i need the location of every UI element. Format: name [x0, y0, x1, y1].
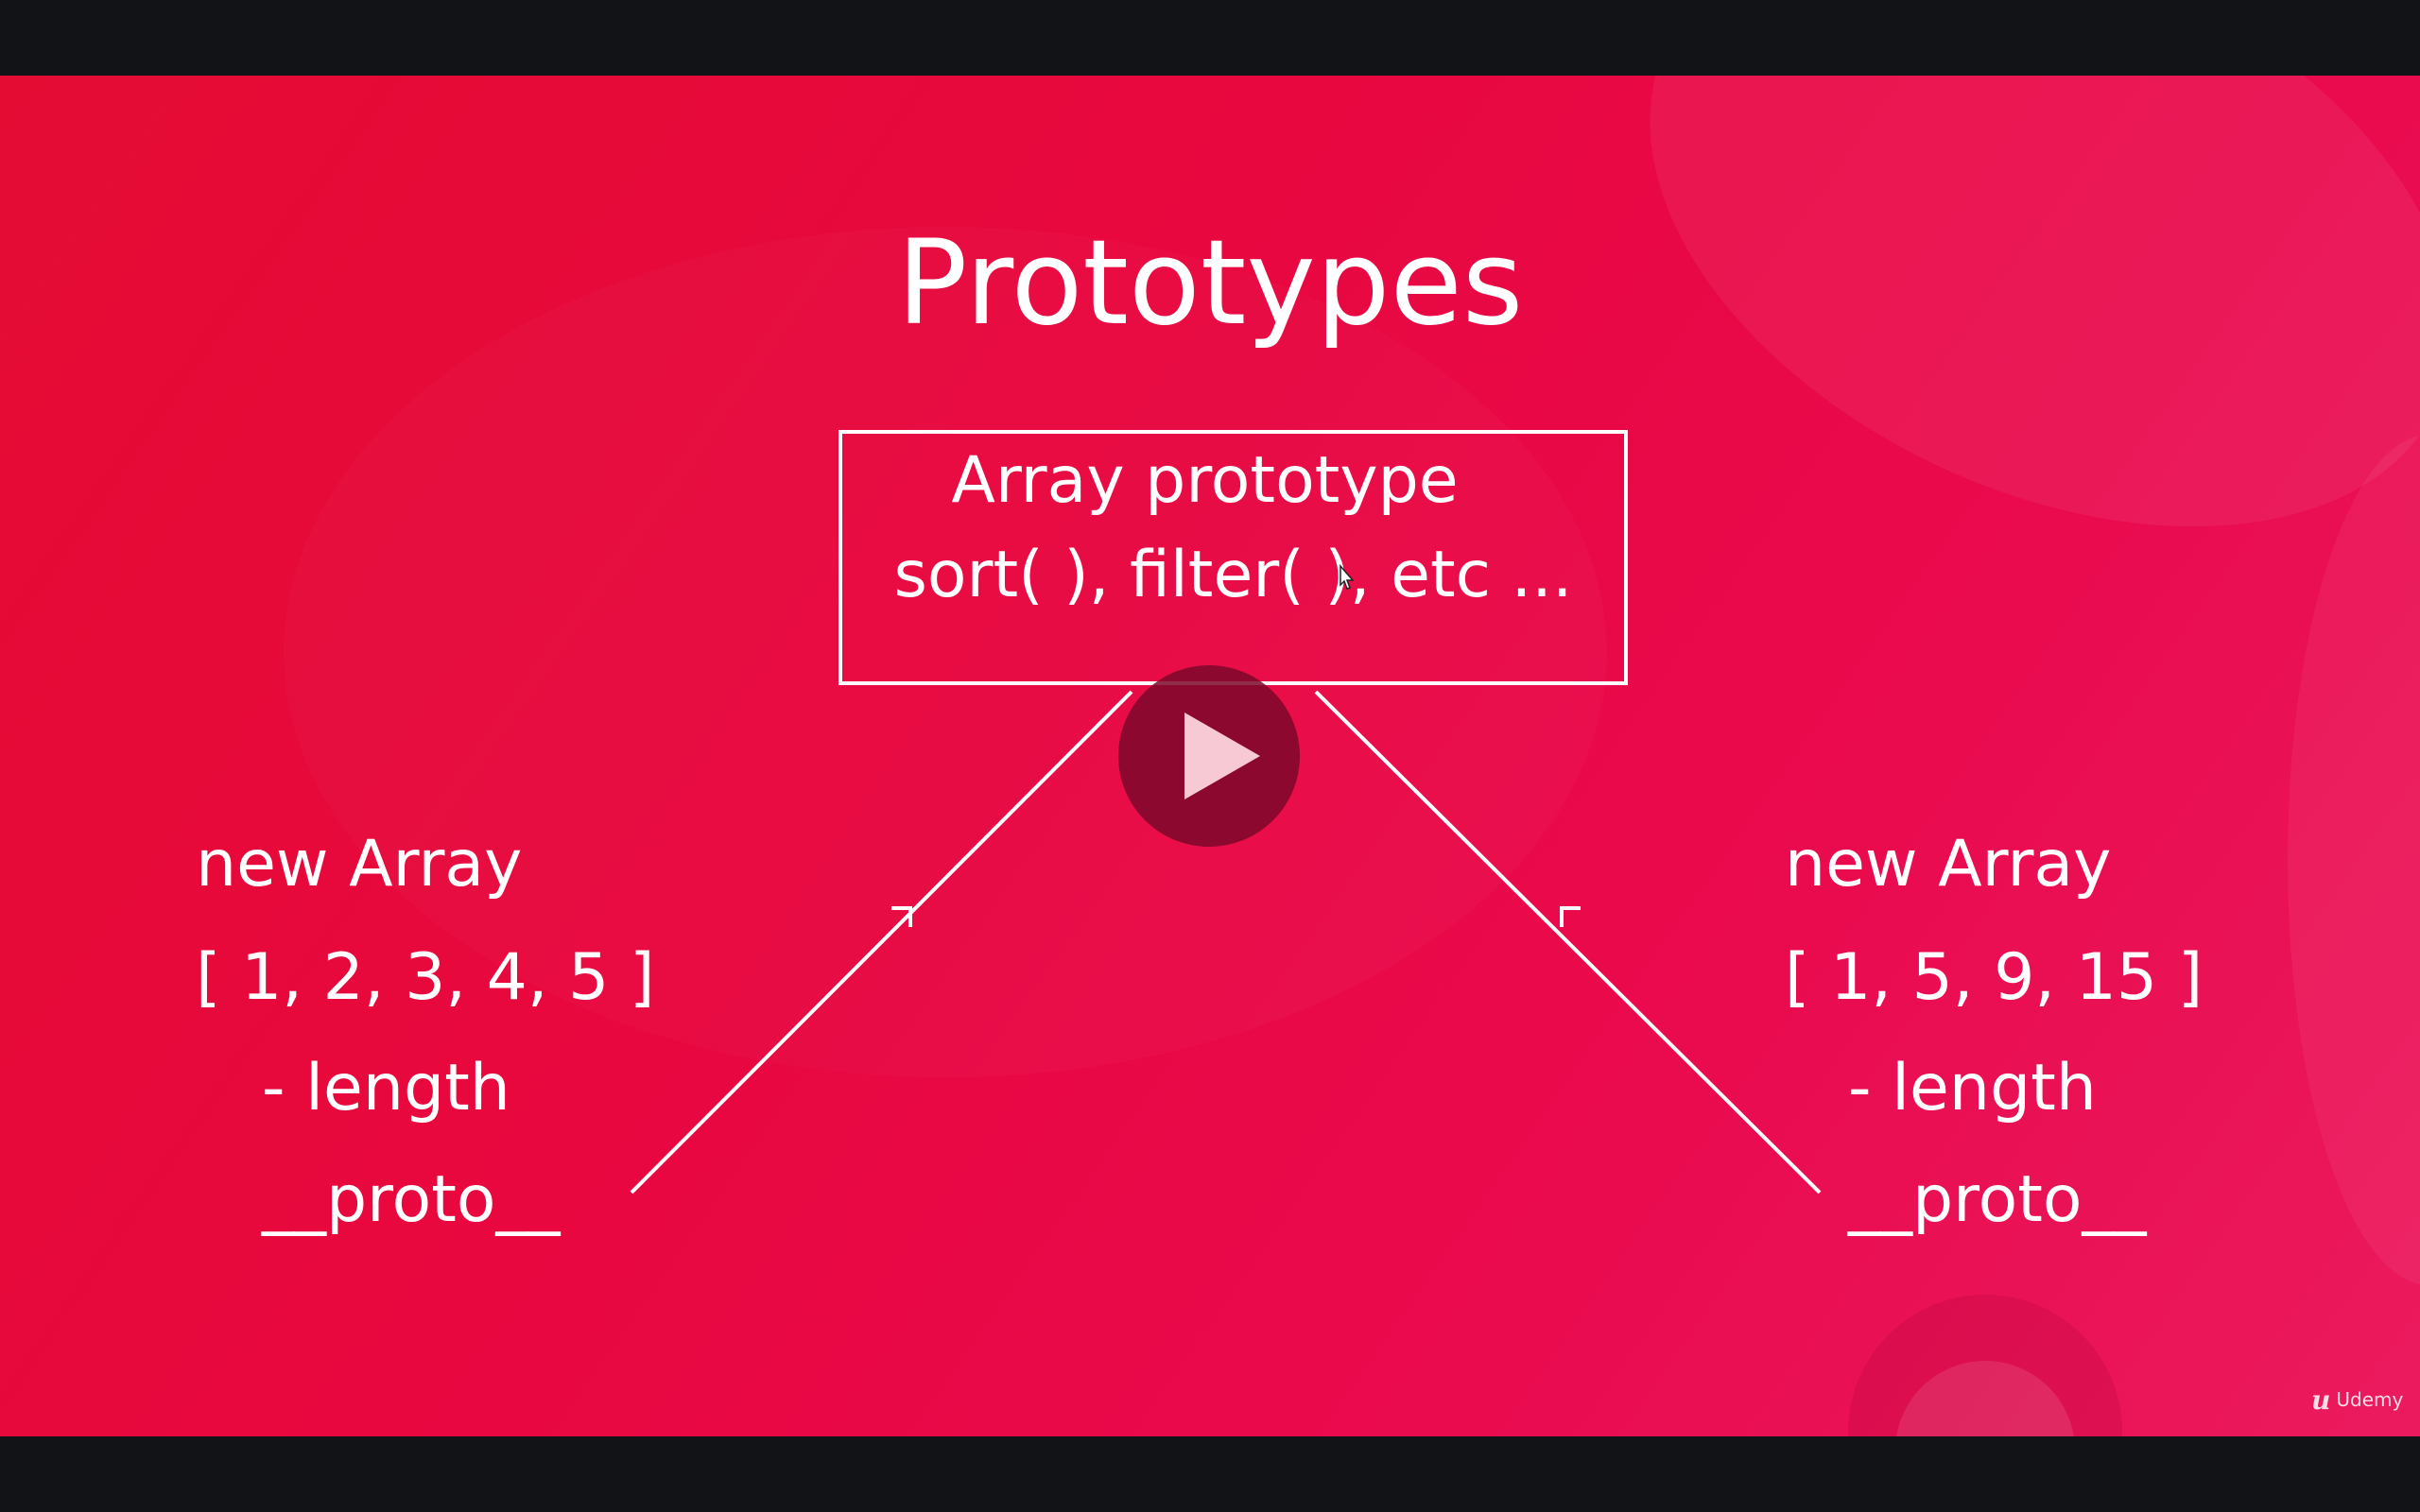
- mouse-cursor-icon: [1340, 564, 1355, 590]
- left-object-proto: __proto__: [262, 1162, 561, 1237]
- prototype-link-arrows: [630, 690, 1822, 1194]
- udemy-logo-icon: u: [2311, 1384, 2331, 1416]
- letterbox-top: [0, 0, 2420, 76]
- right-arrowhead-icon: [1560, 906, 1581, 927]
- left-object-length: - length: [262, 1051, 510, 1125]
- slide-title: Prototypes: [896, 215, 1524, 352]
- right-object-length: - length: [1848, 1051, 2097, 1125]
- left-arrowhead-icon: [891, 906, 912, 927]
- right-proto-link-line: [1314, 690, 1822, 1194]
- right-object-proto: __proto__: [1848, 1162, 2147, 1237]
- play-button[interactable]: [1118, 665, 1300, 847]
- right-object-constructor: new Array: [1785, 827, 2112, 902]
- right-object-values: [ 1, 5, 9, 15 ]: [1785, 940, 2204, 1015]
- prototype-box-methods: sort( ), filter( ), etc ...: [893, 538, 1573, 612]
- video-frame[interactable]: Prototypes Array prototype sort( ), filt…: [0, 76, 2420, 1436]
- prototype-box-title: Array prototype: [951, 443, 1459, 518]
- left-object-constructor: new Array: [196, 827, 523, 902]
- left-object-values: [ 1, 2, 3, 4, 5 ]: [196, 940, 655, 1015]
- left-proto-link-line: [630, 690, 1133, 1194]
- play-icon: [1184, 713, 1260, 799]
- letterbox-bottom: [0, 1436, 2420, 1512]
- udemy-watermark-text: Udemy: [2336, 1388, 2404, 1411]
